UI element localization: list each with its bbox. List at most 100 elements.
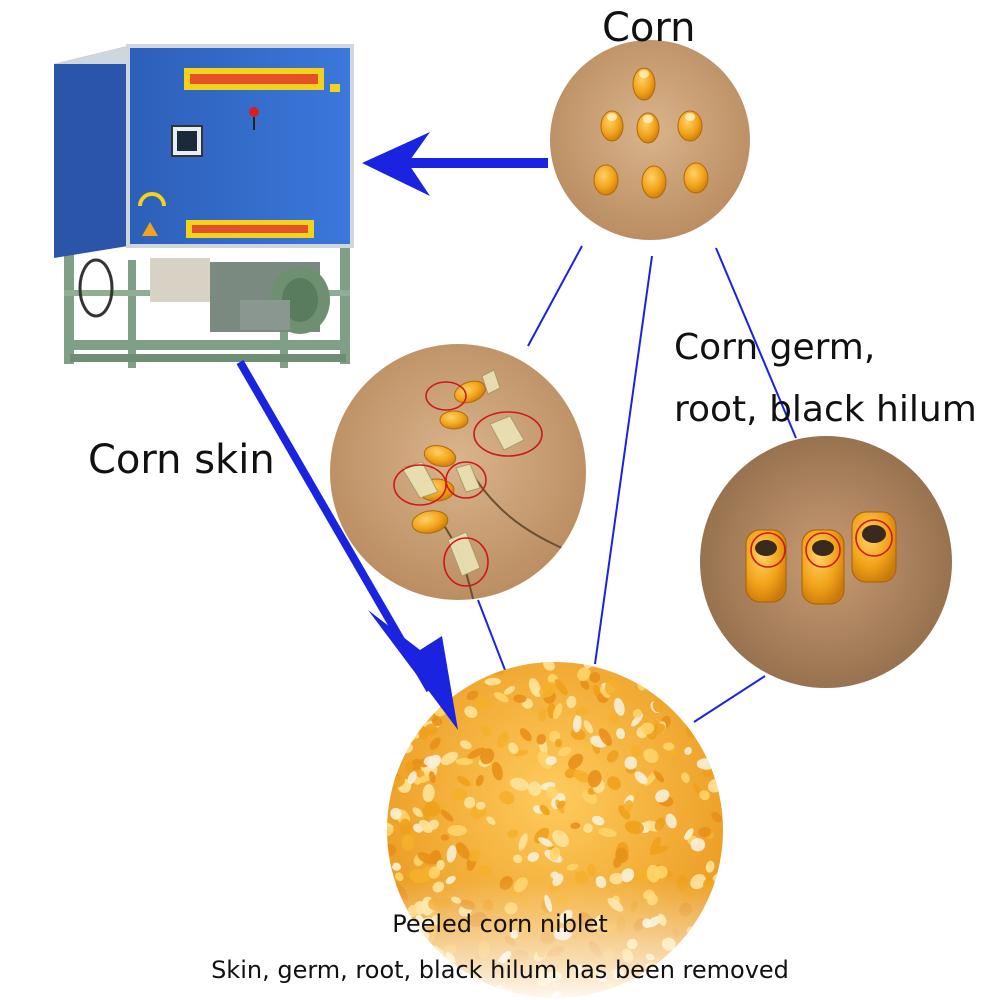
corn-grit xyxy=(545,756,557,766)
corn-grit xyxy=(387,843,397,857)
corn-grit xyxy=(570,728,586,741)
corn-grit xyxy=(643,748,659,764)
corn-grit xyxy=(653,770,665,783)
corn-grit xyxy=(663,742,675,751)
corn-grit xyxy=(486,816,496,825)
corn-grit xyxy=(466,690,479,701)
corn-grit xyxy=(451,788,468,801)
corn-grit xyxy=(573,714,582,733)
corn-grit xyxy=(654,865,668,879)
corn-grit xyxy=(665,813,677,829)
connector-top-to-pile xyxy=(594,255,653,665)
caption-fade xyxy=(0,880,1000,1000)
corn-grit xyxy=(573,769,591,783)
corn-grit xyxy=(550,871,559,879)
corn-grit xyxy=(503,685,516,695)
corn-grit xyxy=(484,677,501,686)
corn-grit xyxy=(600,686,611,699)
corn-grit xyxy=(698,827,712,838)
connector-mid-to-pile xyxy=(477,599,506,671)
connector-lines xyxy=(477,245,797,723)
corn-grit xyxy=(396,674,409,694)
corn-grit xyxy=(387,763,396,773)
corn-grit xyxy=(606,750,619,763)
corn-germ-label-line2: root, black hilum xyxy=(674,389,977,430)
corn-grit xyxy=(705,860,715,873)
corn-grit xyxy=(580,679,590,690)
corn-grit xyxy=(407,771,417,785)
corn-grit xyxy=(412,807,424,818)
corn-grit xyxy=(690,837,706,852)
corn-grit xyxy=(713,665,723,679)
corn-grit xyxy=(539,804,550,816)
corn-grit xyxy=(455,758,474,765)
corn-grit xyxy=(709,718,720,725)
corn-grit xyxy=(577,667,591,681)
corn-grit xyxy=(552,703,563,720)
corn-grit xyxy=(427,819,439,831)
corn-grit xyxy=(607,776,622,790)
corn-grit xyxy=(407,695,418,703)
corn-grit xyxy=(473,662,482,668)
corn-grit xyxy=(564,767,577,779)
corn-grit xyxy=(711,811,723,823)
corn-grit xyxy=(446,845,457,863)
corn-grit xyxy=(480,748,495,765)
corn-grit xyxy=(518,833,528,851)
corn-grit xyxy=(428,849,440,864)
corn-grit xyxy=(508,742,519,754)
corn-grit xyxy=(389,726,402,740)
corn-grit xyxy=(652,700,663,713)
corn-grit xyxy=(549,847,561,861)
corn-grit xyxy=(390,807,402,820)
corn-peeling-machine xyxy=(54,44,354,368)
corn-grit xyxy=(699,790,710,801)
corn-grit xyxy=(467,849,481,862)
corn-grit xyxy=(618,805,631,820)
corn-grit xyxy=(519,728,532,742)
corn-germ-photo xyxy=(700,436,952,688)
corn-grit xyxy=(481,725,491,737)
corn-grit xyxy=(428,771,436,784)
connector-top-to-mid xyxy=(527,245,583,347)
corn-germ-label-line1: Corn germ, xyxy=(674,327,876,368)
corn-grit xyxy=(387,716,399,731)
corn-grit xyxy=(554,679,568,696)
corn-grit xyxy=(591,815,605,826)
corn-grit xyxy=(604,679,619,696)
corn-grit xyxy=(686,695,703,708)
corn-grit xyxy=(684,746,692,755)
peeled-corn-caption: Peeled corn niblet xyxy=(392,910,608,938)
corn-grit xyxy=(429,737,441,750)
corn-grit xyxy=(546,786,558,799)
corn-grit xyxy=(587,863,597,877)
corn-grit xyxy=(428,866,441,879)
corn-grit xyxy=(416,774,433,784)
corn-grit xyxy=(387,826,394,837)
corn-grit xyxy=(566,863,579,871)
corn-grit xyxy=(509,777,529,791)
corn-grit xyxy=(538,707,547,722)
corn-grit xyxy=(391,862,402,871)
corn-grit xyxy=(447,825,467,836)
corn-grit xyxy=(440,834,450,841)
corn-grit xyxy=(459,740,472,750)
corn-grit xyxy=(624,820,644,834)
corn-grit xyxy=(528,678,541,697)
corn-grit xyxy=(474,697,491,710)
corn-grit xyxy=(394,872,404,882)
corn-grit xyxy=(640,722,655,735)
corn-grit xyxy=(598,728,613,746)
corn-grit xyxy=(598,828,617,838)
corn-grit xyxy=(615,847,629,863)
corn-grit xyxy=(422,784,435,803)
corn-grit xyxy=(497,731,509,748)
corn-grit xyxy=(650,836,661,854)
corn-grit xyxy=(400,670,413,685)
corn-grit xyxy=(620,868,635,883)
corn-grit xyxy=(632,708,642,719)
connector-top-to-right xyxy=(715,247,797,439)
corn-grit xyxy=(539,681,557,698)
